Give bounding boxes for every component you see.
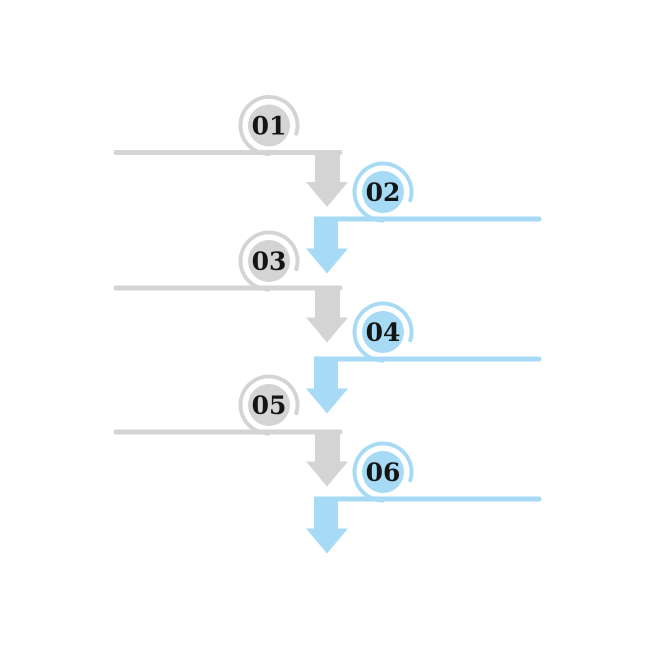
badge-circle (248, 384, 290, 426)
badge-circle (248, 104, 290, 147)
badge-ring-arc (352, 161, 414, 223)
badge-circle (362, 311, 404, 353)
down-arrow-icon (306, 429, 348, 487)
step-number-label: 04 (366, 318, 401, 347)
down-arrow-icon (306, 216, 348, 274)
down-arrow-icon (306, 356, 348, 414)
badge-ring-arc (238, 374, 300, 436)
down-arrow-icon (306, 496, 348, 554)
badge-ring-arc (238, 230, 300, 292)
badge-circle (248, 240, 290, 282)
down-arrow-icon (306, 150, 348, 207)
step-number-label: 01 (252, 112, 287, 141)
down-arrow-icon (306, 285, 348, 343)
step-number-label: 02 (366, 178, 401, 207)
badge-circle (362, 451, 404, 493)
badge-ring-arc (352, 301, 414, 363)
badge-ring-arc (238, 95, 300, 156)
step-number-label: 05 (252, 391, 287, 420)
step-number-label: 03 (252, 247, 287, 276)
badge-circle (362, 171, 404, 213)
badge-ring-arc (352, 441, 414, 503)
step-number-label: 06 (366, 458, 401, 487)
